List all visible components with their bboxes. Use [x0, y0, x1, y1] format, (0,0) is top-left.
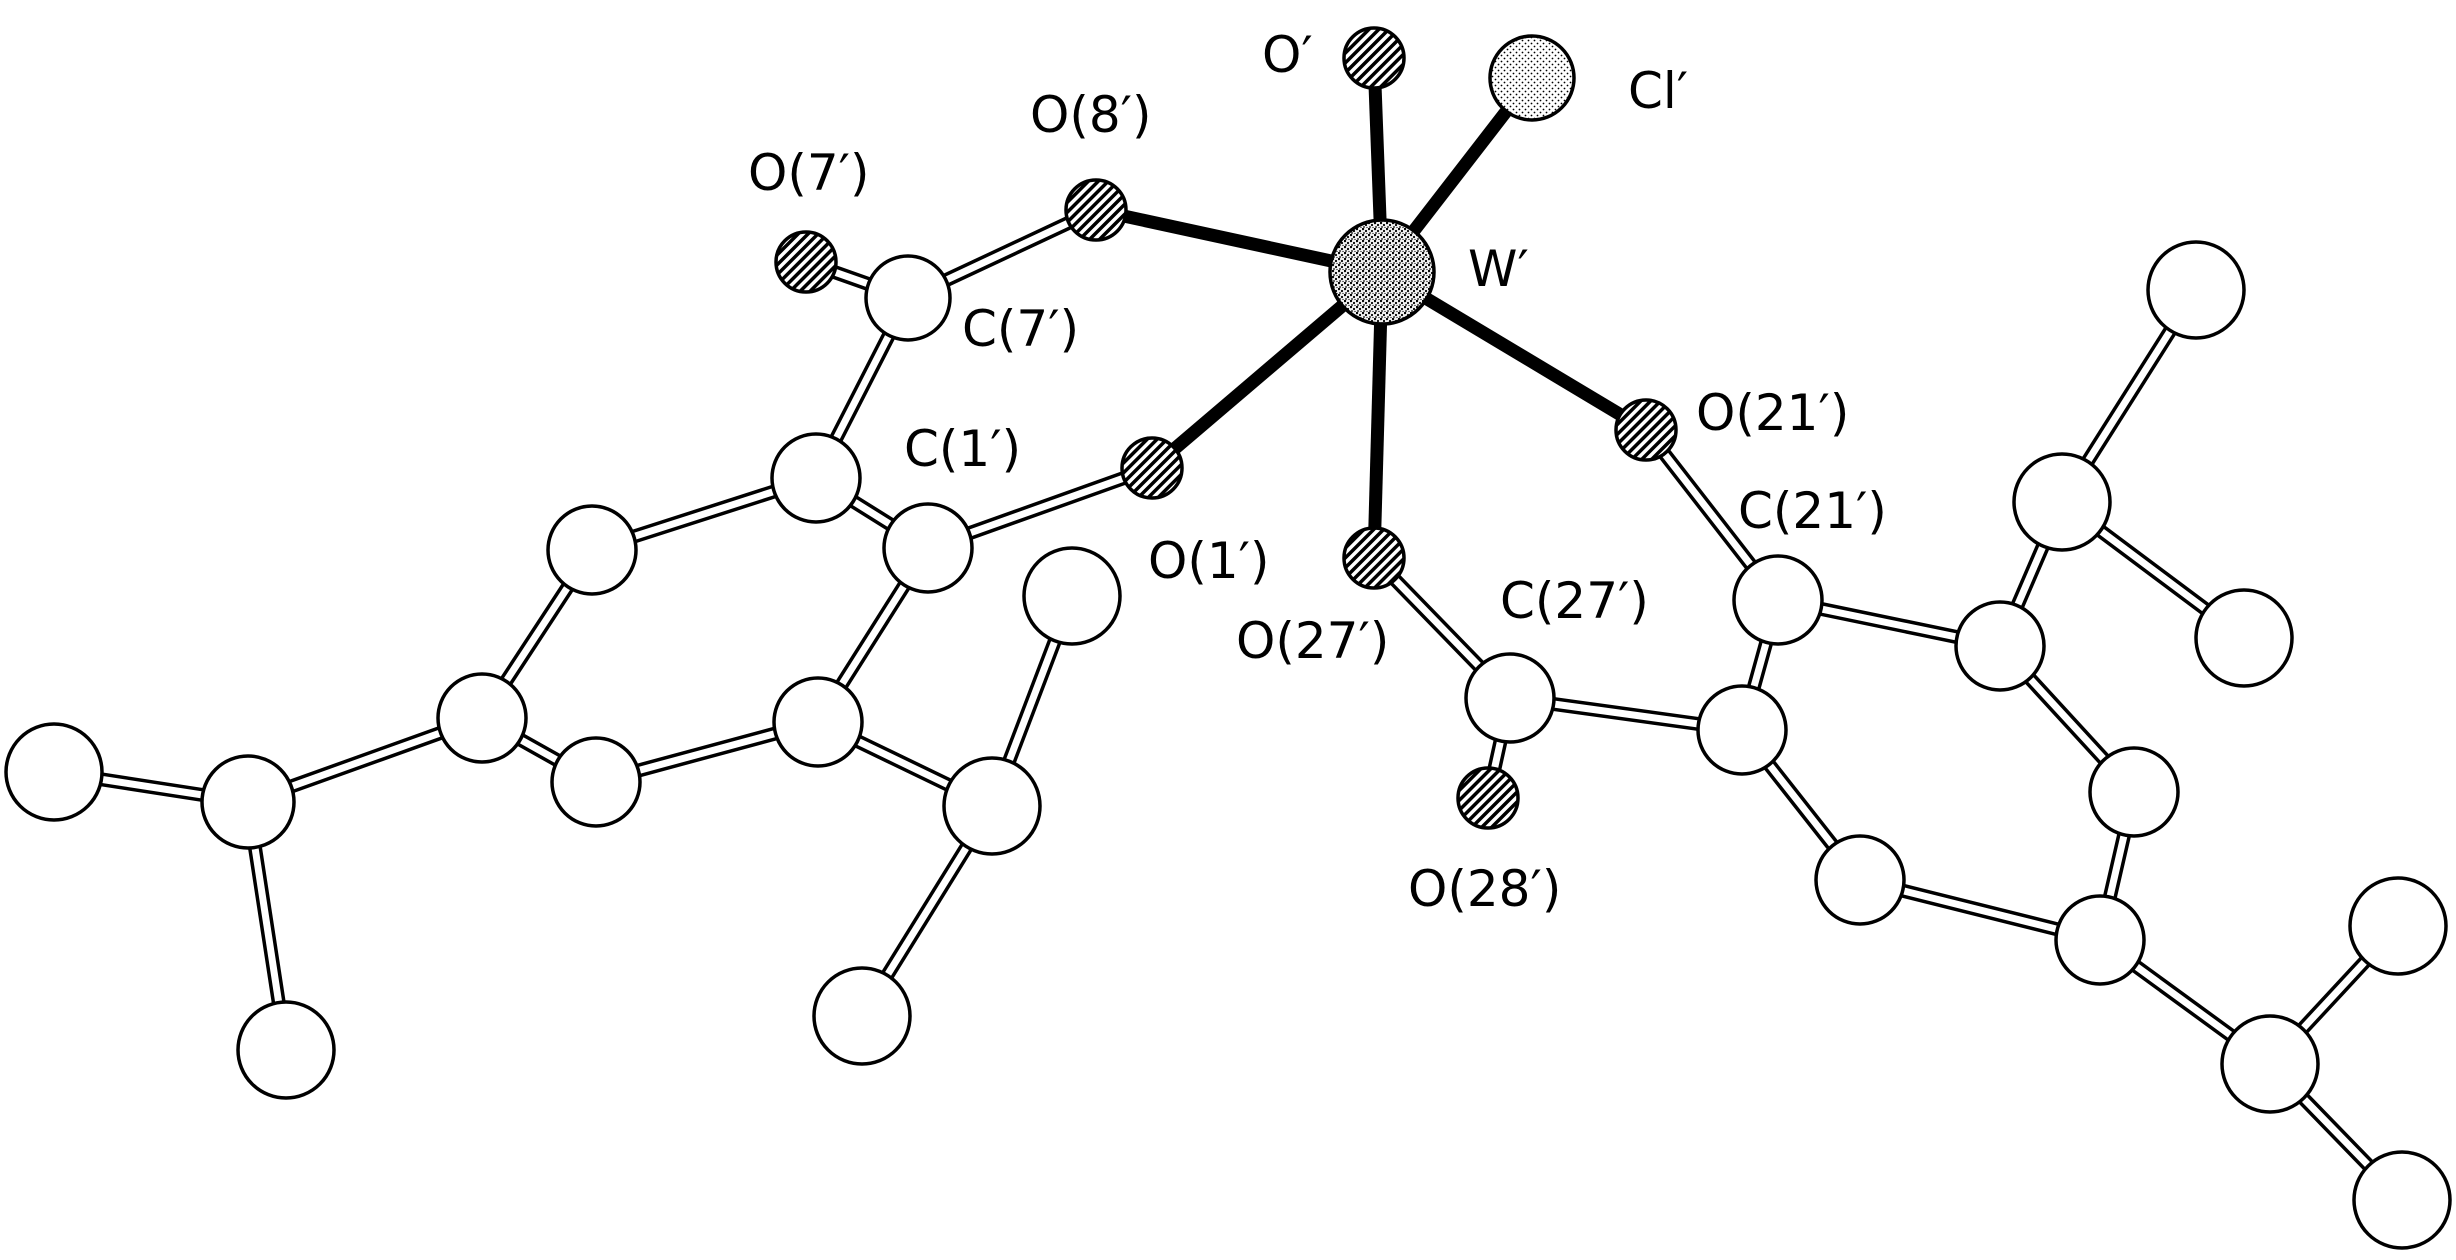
atom-o1 [1120, 436, 1184, 500]
label-o-oxo: O′ [1262, 26, 1313, 84]
atom-o21 [1614, 398, 1678, 462]
atom-s1 [1696, 684, 1788, 776]
label-o28: O(28′) [1408, 860, 1561, 918]
atom-labels: O′ Cl′ W′ O(8′) O(7′) C(7′) C(1′) O(1′) … [748, 26, 1887, 918]
atom-o7 [774, 230, 838, 294]
label-c7: C(7′) [962, 300, 1079, 358]
atom-l2 [4, 722, 104, 822]
atom-m3 [812, 966, 912, 1066]
atom-o28 [1456, 766, 1520, 830]
atom-u1 [2220, 1014, 2320, 1114]
atom-r5 [772, 676, 864, 768]
atom-w [1328, 218, 1436, 326]
atom-r2 [546, 504, 638, 596]
atom-m2 [1022, 546, 1122, 646]
atom-s2 [1814, 834, 1906, 926]
atom-s4 [2088, 746, 2180, 838]
atom-c1 [882, 502, 974, 594]
atom-u3 [2352, 1150, 2452, 1250]
atoms [4, 26, 2452, 1250]
atom-u2 [2348, 876, 2448, 976]
atom-s3 [2054, 894, 2146, 986]
label-cl: Cl′ [1628, 62, 1688, 120]
atom-m1 [942, 756, 1042, 856]
atom-c21 [1732, 554, 1824, 646]
atom-l3 [236, 1000, 336, 1100]
atom-c7 [864, 254, 952, 342]
label-c1: C(1′) [904, 420, 1021, 478]
atom-r4 [550, 736, 642, 828]
atom-ox [1342, 26, 1406, 90]
label-o27: O(27′) [1236, 612, 1389, 670]
label-c21: C(21′) [1738, 482, 1887, 540]
atom-s5 [1954, 600, 2046, 692]
label-o21: O(21′) [1696, 384, 1849, 442]
atom-c27 [1464, 652, 1556, 744]
label-o8: O(8′) [1030, 86, 1152, 144]
label-c27: C(27′) [1500, 572, 1649, 630]
atom-o8 [1064, 178, 1128, 242]
atom-t2 [2146, 240, 2246, 340]
atom-o27 [1342, 526, 1406, 590]
atom-r3 [436, 672, 528, 764]
organic-bonds [52, 203, 2408, 1205]
atom-cl [1488, 34, 1576, 122]
label-o1: O(1′) [1148, 532, 1270, 590]
atom-t3 [2194, 588, 2294, 688]
atom-t1 [2012, 452, 2112, 552]
atom-r1 [770, 432, 862, 524]
label-w: W′ [1468, 240, 1529, 298]
label-o7: O(7′) [748, 144, 870, 202]
atom-l1 [200, 754, 296, 850]
